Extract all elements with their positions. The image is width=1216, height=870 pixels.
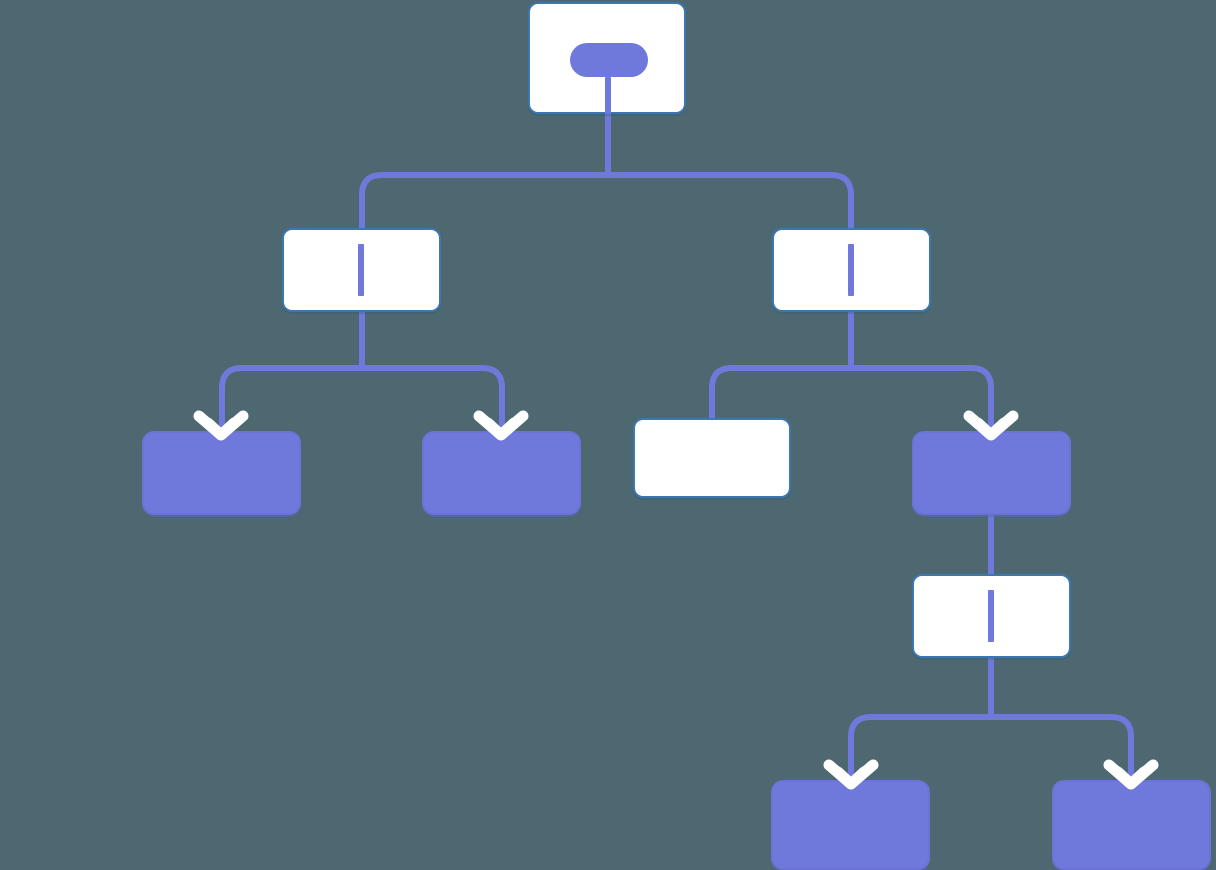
diagram-node-n9[interactable] (771, 780, 930, 870)
diagram-node-n6[interactable] (633, 418, 791, 498)
connector-edge (359, 172, 608, 228)
diagram-node-n8[interactable] (912, 574, 1071, 658)
connector-edge (709, 365, 851, 418)
pill-shape (570, 43, 648, 77)
diagram-node-n5[interactable] (422, 431, 581, 515)
diagram-node-n2[interactable] (282, 228, 441, 312)
node-inner-connector (358, 244, 364, 296)
node-inner-connector (848, 244, 854, 296)
diagram-node-n7[interactable] (912, 431, 1071, 515)
diagram-node-n10[interactable] (1052, 780, 1211, 870)
connector-edge (608, 172, 854, 228)
diagram-node-n4[interactable] (142, 431, 301, 515)
node-inner-connector (988, 590, 994, 642)
node-inner-connector (605, 77, 611, 114)
